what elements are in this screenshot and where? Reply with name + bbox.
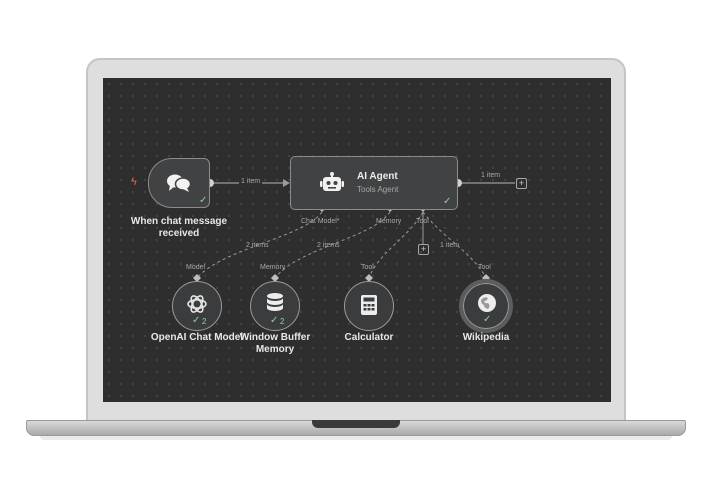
wikipedia-globe-icon (478, 294, 496, 312)
laptop-shadow (40, 436, 672, 440)
calculator-title: Calculator (344, 332, 394, 343)
window-buffer-memory-node[interactable]: ✓ 2 (250, 281, 300, 331)
model-item-count: 2 items (246, 242, 269, 249)
trigger-success-check-icon: ✓ (199, 195, 208, 206)
port-label-memory: Memory (376, 218, 402, 225)
agent-subtitle: Tools Agent (357, 185, 399, 194)
openai-icon (187, 295, 207, 313)
wikipedia-node[interactable]: ✓ (459, 279, 513, 333)
model-run-count: 2 (202, 317, 207, 326)
chat-trigger-node[interactable]: ✓ (148, 158, 210, 208)
openai-chat-model-node[interactable]: ✓ 2 (172, 281, 222, 331)
subnode-type-label-model: Model (186, 264, 206, 271)
trigger-title: When chat message received (130, 216, 228, 239)
memory-run-count: 2 (280, 317, 285, 326)
agent-output-item-count: 1 item (481, 172, 501, 179)
robot-icon (320, 172, 344, 191)
add-tool-button[interactable]: + (418, 244, 429, 255)
database-icon (267, 293, 283, 311)
port-label-chat-model: Chat Model* (301, 218, 340, 225)
memory-success-check-icon: ✓ (270, 315, 279, 326)
trigger-to-agent-item-count: 1 item (239, 178, 263, 185)
tool-item-count: 1 item (440, 242, 460, 249)
port-label-tool: Tool (416, 218, 429, 225)
subnode-type-label-memory: Memory (260, 264, 286, 271)
calculator-node[interactable] (344, 281, 394, 331)
subnode-type-label-tool: Tool (478, 264, 491, 271)
subnode-type-label-tool: Tool (361, 264, 374, 271)
calculator-icon (361, 295, 377, 315)
window-buffer-memory-title: Window Buffer Memory (239, 332, 311, 355)
ai-agent-node[interactable]: AI Agent Tools Agent ✓ (290, 156, 458, 210)
chat-bubbles-icon (167, 174, 192, 192)
laptop-notch (312, 420, 400, 428)
connection-lines (193, 179, 515, 282)
trigger-bolt-icon: ϟ (131, 176, 137, 188)
openai-chat-model-title: OpenAI Chat Model (150, 332, 244, 343)
wikipedia-success-check-icon: ✓ (483, 314, 492, 325)
agent-success-check-icon: ✓ (443, 196, 452, 207)
agent-title: AI Agent (357, 171, 398, 182)
workflow-canvas[interactable]: ϟ ✓ When chat message received 1 item AI… (103, 78, 611, 402)
wikipedia-title: Wikipedia (462, 332, 510, 343)
model-success-check-icon: ✓ (192, 315, 201, 326)
memory-item-count: 2 items (317, 242, 340, 249)
add-next-node-button[interactable]: + (516, 178, 527, 189)
